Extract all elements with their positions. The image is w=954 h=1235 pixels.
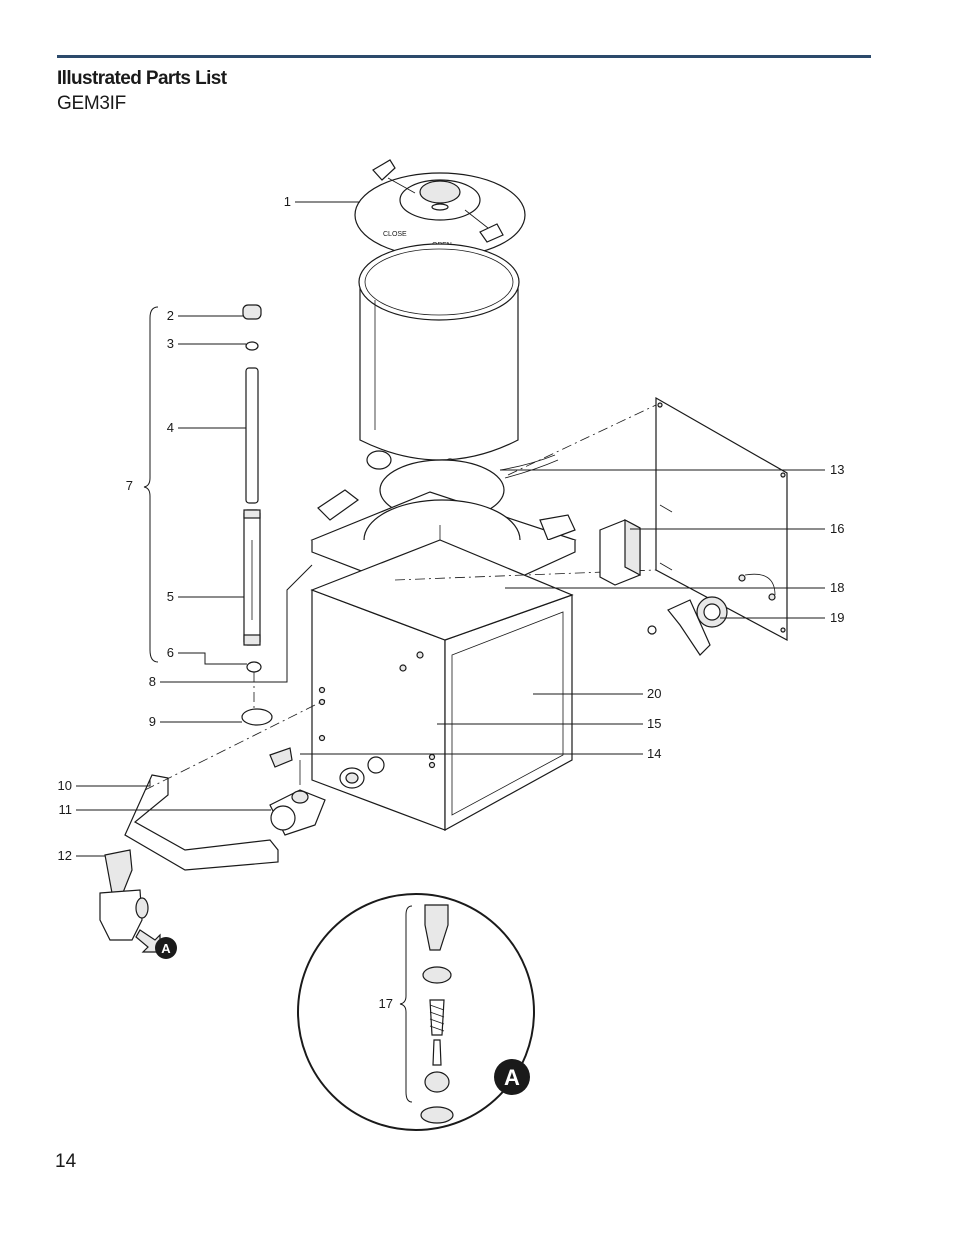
callout-1: 1 xyxy=(284,194,291,209)
callout-5: 5 xyxy=(167,589,174,604)
callout-3: 3 xyxy=(167,336,174,351)
model-number: GEM3IF xyxy=(57,93,126,114)
callout-12: 12 xyxy=(58,848,72,863)
callout-17: 17 xyxy=(379,996,393,1011)
back-panel xyxy=(394,396,788,642)
detail-view-a: A xyxy=(297,893,535,1131)
callout-4: 4 xyxy=(167,420,174,435)
detail-marker-small: A xyxy=(161,941,171,956)
callout-2: 2 xyxy=(167,308,174,323)
faucet: A xyxy=(99,849,177,959)
callout-8: 8 xyxy=(149,674,156,689)
callout-7: 7 xyxy=(126,478,133,493)
callout-11: 11 xyxy=(59,802,73,817)
callout-6: 6 xyxy=(167,645,174,660)
page-title: Illustrated Parts List xyxy=(57,68,227,89)
thermostat-assembly xyxy=(599,504,776,656)
brace-17 xyxy=(399,905,413,1103)
lid: CLOSE OPEN xyxy=(354,159,526,258)
leader-lines xyxy=(76,201,825,857)
callout-16: 16 xyxy=(830,521,844,536)
callout-20: 20 xyxy=(647,686,661,701)
sight-gauge-assembly xyxy=(241,304,273,726)
callout-13: 13 xyxy=(830,462,844,477)
header-rule xyxy=(57,55,871,58)
callout-9: 9 xyxy=(149,714,156,729)
lid-close-text: CLOSE xyxy=(383,231,407,238)
callout-10: 10 xyxy=(58,778,72,793)
callout-14: 14 xyxy=(647,746,661,761)
tank xyxy=(358,243,559,521)
faucet-bracket xyxy=(124,699,365,871)
callout-19: 19 xyxy=(830,610,844,625)
page-number: 14 xyxy=(55,1151,77,1172)
brace-7 xyxy=(143,306,159,663)
callout-18: 18 xyxy=(830,580,844,595)
detail-marker-large: A xyxy=(504,1065,520,1090)
callout-15: 15 xyxy=(647,716,661,731)
